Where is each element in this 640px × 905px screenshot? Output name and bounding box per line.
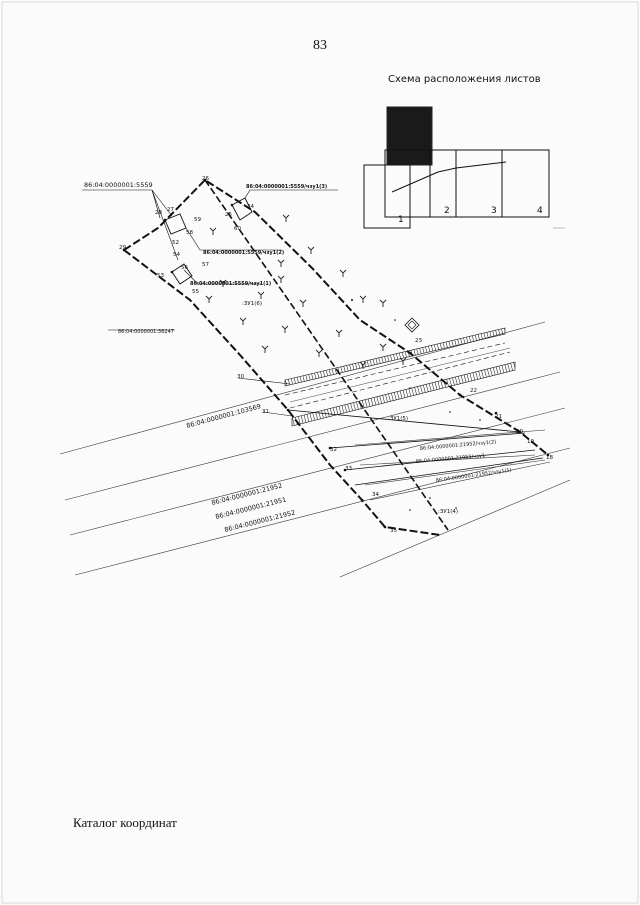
point-28: 28	[155, 210, 162, 216]
sheet-number-1: 1	[398, 215, 404, 225]
point-27: 27	[167, 207, 174, 213]
sheet-number-4: 4	[537, 206, 543, 216]
point-24: 24	[247, 204, 254, 210]
point-34: 34	[372, 492, 379, 498]
point-23: 23	[415, 338, 422, 344]
label-top-cadastral: 86:04:0000001:5559	[84, 181, 153, 189]
point-54: 54	[173, 252, 180, 258]
point-53: 53	[157, 273, 164, 279]
point-19: 19	[527, 439, 534, 445]
survey-dots	[351, 299, 481, 511]
label-zu4: :ЗУ1(4)	[438, 509, 458, 515]
point-57: 57	[202, 262, 209, 268]
point-31: 31	[262, 409, 269, 415]
point-markers	[122, 178, 550, 529]
sheet-number-2: 2	[444, 206, 450, 216]
point-35: 35	[390, 528, 397, 534]
point-25: 25	[225, 212, 232, 218]
point-22: 22	[470, 388, 477, 394]
scheme-title: Схема расположения листов	[388, 74, 541, 85]
label-chzu2: 86:04:0000001:5559/чзу1(2)	[203, 250, 284, 256]
point-32: 32	[330, 447, 337, 453]
point-55: 55	[192, 289, 199, 295]
label-zu5: :ЗУ1(5)	[388, 416, 408, 422]
survey-marker-icon	[404, 317, 420, 333]
point-60: 60	[234, 226, 241, 232]
vegetation-symbols	[205, 214, 407, 369]
label-zu6: :ЗУ1(6)	[242, 301, 262, 307]
point-21: 21	[495, 414, 502, 420]
label-chzu3: 86:04:0000001:5559/чзу1(3)	[246, 184, 327, 190]
point-30: 30	[237, 374, 244, 380]
label-left-parcel: 86:04:0000001:36247	[118, 329, 174, 335]
active-sheet-hatch	[386, 106, 433, 166]
sheet-layout-scheme: Схема расположения листов 1 2 3 4	[363, 74, 565, 229]
leader-lines	[82, 189, 338, 417]
label-chzu-a: 86:04:0000001:21952/чзу1(2)	[420, 439, 497, 452]
page-number: 83	[313, 38, 327, 53]
point-58: 58	[186, 230, 193, 236]
point-29: 29	[119, 245, 126, 251]
road-band	[284, 327, 516, 427]
point-numbers: 26 24 25 60 28 27 59 58 29 57 54 53 55 5…	[119, 176, 553, 534]
point-52: 52	[172, 240, 179, 246]
point-56: 56	[181, 265, 188, 271]
label-chzu1: 86:04:0000001:5559/чзу1(1)	[190, 281, 271, 287]
point-59: 59	[194, 217, 201, 223]
catalog-title: Каталог координат	[73, 815, 177, 830]
sheet-1-frame	[363, 164, 411, 229]
label-chzu-b: 86:04:0000001:21951/чзу1	[416, 453, 486, 465]
parcel-boundaries	[59, 321, 571, 578]
sheets-frame	[384, 149, 550, 218]
label-road-parcel: 86:04:0000001:103569	[185, 402, 261, 430]
point-33: 33	[345, 466, 352, 472]
point-18: 18	[546, 455, 553, 461]
sheet-number-3: 3	[491, 206, 497, 216]
